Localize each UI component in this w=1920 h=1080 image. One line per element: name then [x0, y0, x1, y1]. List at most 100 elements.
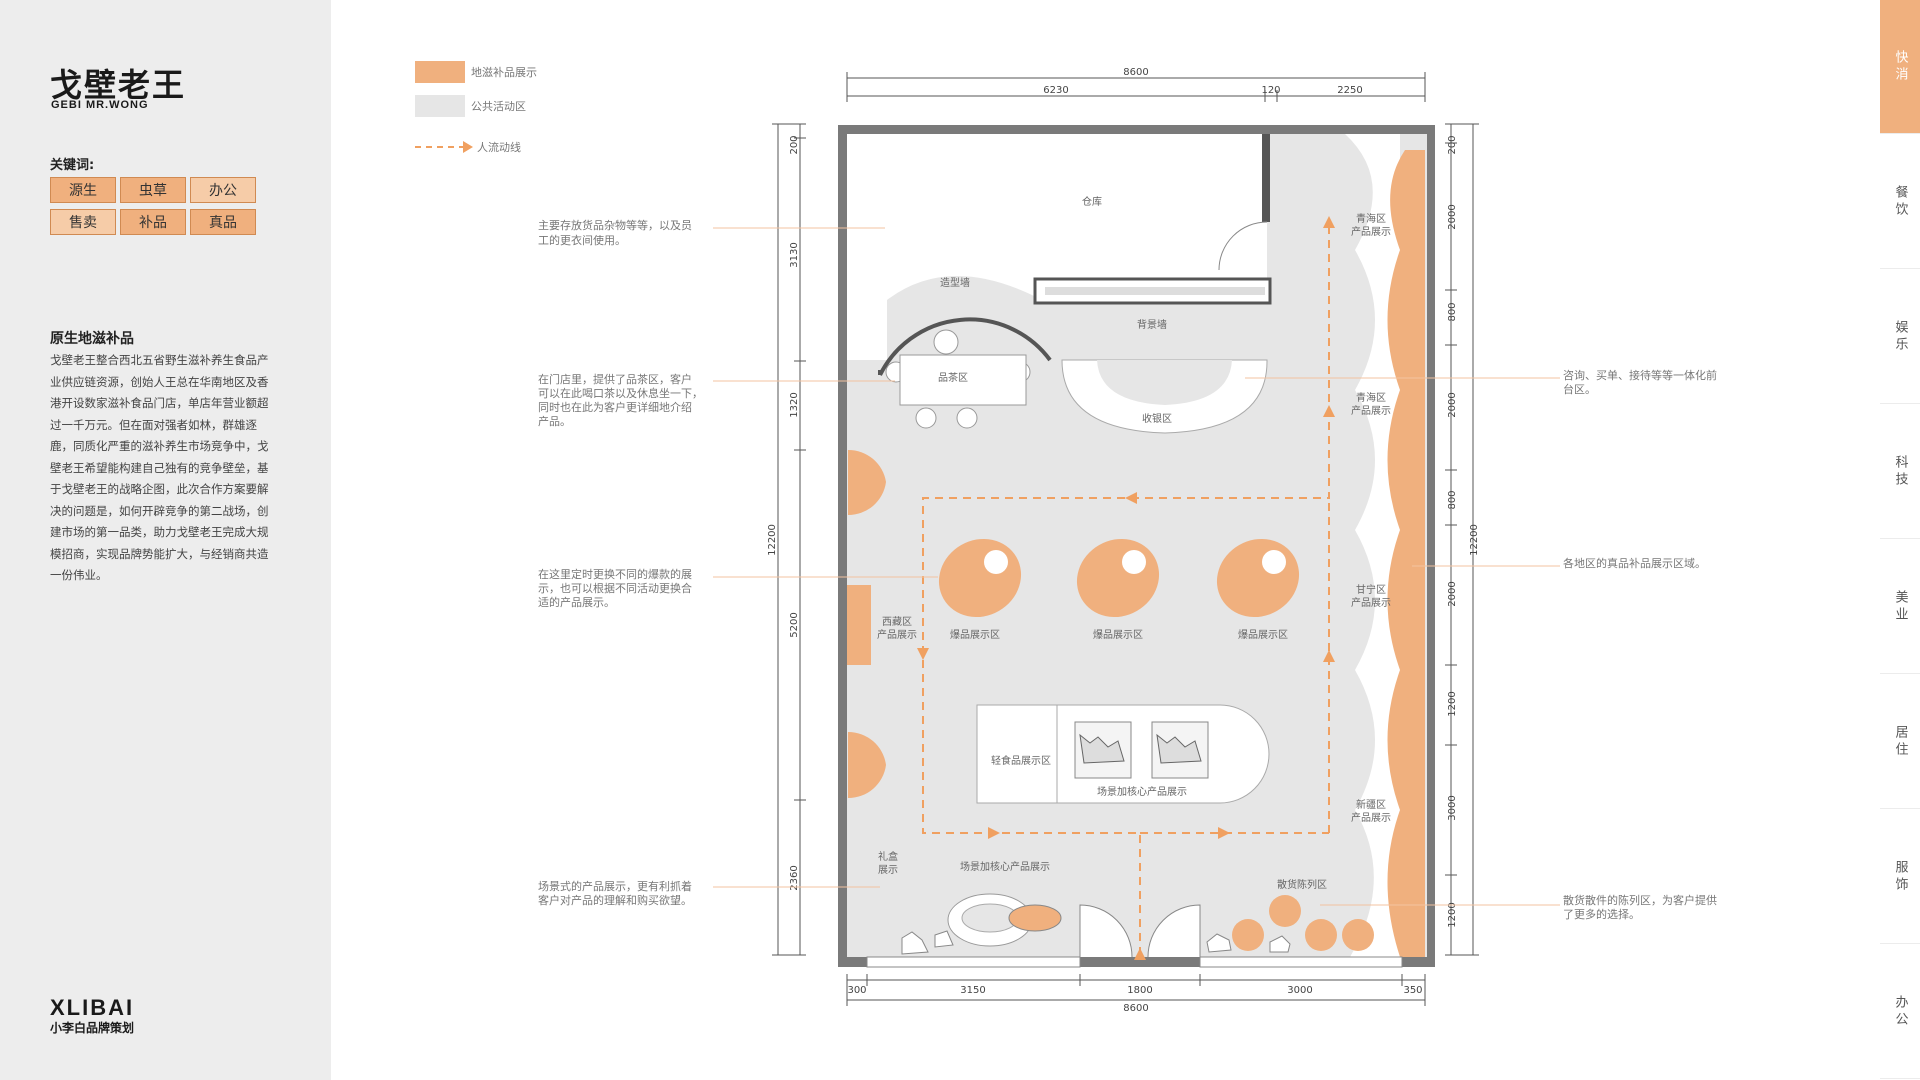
agency-logo: XLIBAI — [50, 995, 135, 1020]
room-label: 轻食品展示区 — [991, 754, 1051, 767]
room-label: 产品展示 — [1351, 811, 1391, 824]
warehouse-wall — [1262, 134, 1270, 222]
annotation-text: 在这里定时更换不同的爆款的展 — [538, 567, 692, 581]
nav-item-fmcg[interactable]: 快消 — [1880, 0, 1920, 134]
dimension-label: 8600 — [1123, 67, 1148, 78]
legend-swatch-public — [415, 95, 465, 117]
annotation-text: 适的产品展示。 — [538, 595, 615, 609]
entrance-door-left[interactable] — [1079, 904, 1133, 958]
entrance-door-right[interactable] — [1147, 904, 1201, 958]
dimension-label: 120 — [1261, 85, 1280, 96]
annotation-text: 在门店里，提供了品茶区，客户 — [538, 372, 692, 386]
nav-label: 娱乐 — [1892, 319, 1908, 354]
dimension-label: 2360 — [789, 865, 800, 890]
floor-plan-diagram: 地滋补品展示 公共活动区 人流动线 8600 6230 120 2250 300… — [415, 61, 1717, 1014]
annotation-text: 同时也在此为客户更详细地介绍 — [538, 400, 692, 414]
annotation-text: 可以在此喝口茶以及休息坐一下， — [538, 386, 703, 400]
dimension-label: 12200 — [767, 524, 778, 556]
keyword-tag: 虫草 — [120, 177, 186, 203]
dimension-label: 5200 — [789, 612, 800, 637]
annotations-right: 咨询、买单、接待等等一体化前 台区。 各地区的真品补品展示区域。 散货散件的陈列… — [1563, 368, 1717, 921]
room-label: 青海区 — [1356, 391, 1386, 404]
keyword-tag: 真品 — [190, 209, 256, 235]
dimension-lines-right — [1445, 123, 1479, 956]
scene-core-display — [901, 893, 1062, 955]
room-label: 品茶区 — [938, 371, 968, 384]
flow-arrows — [917, 216, 1335, 960]
annotation-text: 咨询、买单、接待等等一体化前 — [1563, 368, 1717, 382]
annotation-text: 产品。 — [538, 414, 571, 428]
bulk-display-circles — [1206, 895, 1374, 953]
annotation-text: 工的更衣间使用。 — [538, 233, 626, 247]
arrow-icon — [463, 141, 473, 153]
annotation-text: 台区。 — [1563, 382, 1596, 396]
regional-product-shelf — [1387, 150, 1425, 957]
nav-item-office[interactable]: 办公 — [1880, 945, 1920, 1079]
dimension-label: 200 — [789, 135, 800, 154]
nav-item-dining[interactable]: 餐饮 — [1880, 135, 1920, 269]
annotation-text: 主要存放货品杂物等等，以及员 — [538, 218, 692, 232]
nav-label: 餐饮 — [1892, 184, 1908, 219]
nav-item-beauty[interactable]: 美业 — [1880, 540, 1920, 674]
intro-title: 原生地滋补品 — [50, 331, 134, 347]
dimension-label: 800 — [1447, 302, 1458, 321]
room-label: 西藏区 — [882, 616, 912, 628]
room-label: 新疆区 — [1356, 798, 1386, 811]
annotation-text: 场景式的产品展示，更有利抓着 — [538, 879, 692, 893]
room-label: 产品展示 — [1351, 225, 1391, 238]
room-label: 场景加核心产品展示 — [960, 860, 1050, 873]
dimension-label: 8600 — [1123, 1003, 1148, 1014]
dimension-label: 12200 — [1469, 524, 1480, 556]
legend-label: 人流动线 — [477, 140, 521, 154]
room-label: 场景加核心产品展示 — [1097, 785, 1187, 798]
keyword-tag: 补品 — [120, 209, 186, 235]
dimension-label: 2000 — [1447, 392, 1458, 417]
nav-label: 居住 — [1892, 724, 1908, 759]
storefront-glass — [866, 956, 1081, 968]
warehouse-room — [847, 134, 1267, 360]
room-label: 礼盒 — [878, 850, 898, 863]
nav-item-apparel[interactable]: 服饰 — [1880, 810, 1920, 944]
dimension-label: 1320 — [789, 392, 800, 417]
intro-body: 戈壁老王整合西北五省野生滋补养生食品产业供应链资源，创始人王总在华南地区及香港开… — [50, 353, 269, 582]
hot-display-3 — [1216, 538, 1300, 618]
category-nav: 快消 餐饮 娱乐 科技 美业 居住 服饰 办公 — [1880, 0, 1920, 1080]
room-label: 产品展示 — [877, 628, 917, 641]
room-label: 造型墙 — [940, 276, 970, 289]
room-label: 青海区 — [1356, 212, 1386, 225]
hot-display-1 — [938, 538, 1022, 618]
dimension-label: 300 — [847, 985, 866, 996]
dimension-label: 2000 — [1447, 581, 1458, 606]
nav-item-tech[interactable]: 科技 — [1880, 405, 1920, 539]
annotation-text: 散货散件的陈列区，为客户提供 — [1563, 893, 1717, 907]
storefront-glass — [1199, 956, 1403, 968]
dimension-label: 200 — [1447, 135, 1458, 154]
dimension-label: 1800 — [1127, 985, 1152, 996]
annotation-text: 示，也可以根据不同活动更换合 — [538, 581, 692, 595]
dimension-label: 800 — [1447, 490, 1458, 509]
nav-item-entertainment[interactable]: 娱乐 — [1880, 270, 1920, 404]
annotation-text: 各地区的真品补品展示区域。 — [1563, 556, 1706, 570]
dimension-label: 3000 — [1447, 795, 1458, 820]
nav-label: 服饰 — [1892, 859, 1908, 894]
tibet-shelf — [847, 585, 871, 665]
annotation-text: 了更多的选择。 — [1563, 907, 1640, 921]
back-wall-shelf — [1045, 287, 1265, 295]
room-label: 爆品展示区 — [950, 629, 1000, 641]
feature-curved-wall — [878, 317, 1052, 376]
dimension-label: 3150 — [960, 985, 985, 996]
nav-item-living[interactable]: 居住 — [1880, 675, 1920, 809]
annotation-lines — [713, 227, 1560, 906]
nav-label: 办公 — [1892, 994, 1908, 1029]
legend-label: 公共活动区 — [471, 100, 526, 113]
tea-table-set — [885, 329, 1031, 429]
cashier-inner — [1097, 360, 1232, 405]
keywords-grid: 源生 虫草 办公 售卖 补品 真品 — [50, 177, 256, 235]
room-label: 爆品展示区 — [1238, 629, 1288, 641]
room-label: 爆品展示区 — [1093, 629, 1143, 641]
left-display-lower — [848, 731, 886, 799]
brand-logo-en: GEBI MR.WONG — [51, 99, 149, 111]
keyword-tag: 办公 — [190, 177, 256, 203]
dimension-label: 6230 — [1043, 85, 1068, 96]
room-label: 收银区 — [1142, 412, 1172, 425]
